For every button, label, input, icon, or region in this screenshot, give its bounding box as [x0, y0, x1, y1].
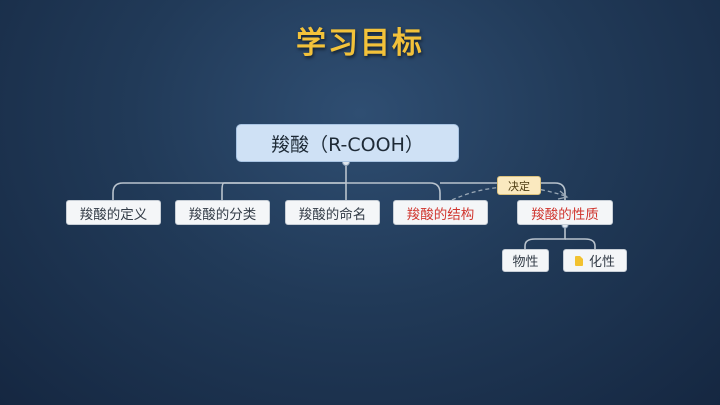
connector-root-to-structure — [346, 182, 441, 200]
connector-properties-to-chemical — [565, 238, 596, 249]
sub-branch-chemical[interactable]: 化性 — [563, 249, 627, 272]
relation-label: 决定 — [497, 176, 541, 195]
branch-classification[interactable]: 羧酸的分类 — [175, 200, 270, 225]
branch-definition[interactable]: 羧酸的定义 — [66, 200, 161, 225]
connector-root-to-classification — [221, 182, 346, 200]
root-node[interactable]: 羧酸（R-COOH） — [236, 124, 459, 162]
page-title: 学习目标 — [296, 26, 424, 61]
branch-naming[interactable]: 羧酸的命名 — [285, 200, 380, 225]
document-icon — [574, 255, 583, 266]
connector-root-to-properties — [440, 182, 566, 200]
connector-properties-to-physical — [524, 225, 566, 249]
branch-properties[interactable]: 羧酸的性质 — [517, 200, 613, 225]
relation-arrowhead — [557, 190, 569, 200]
sub-branch-chemical-label: 化性 — [588, 255, 615, 270]
branch-structure[interactable]: 羧酸的结构 — [393, 200, 488, 225]
connector-root-to-definition — [112, 162, 347, 200]
sub-branch-physical[interactable]: 物性 — [502, 249, 549, 272]
